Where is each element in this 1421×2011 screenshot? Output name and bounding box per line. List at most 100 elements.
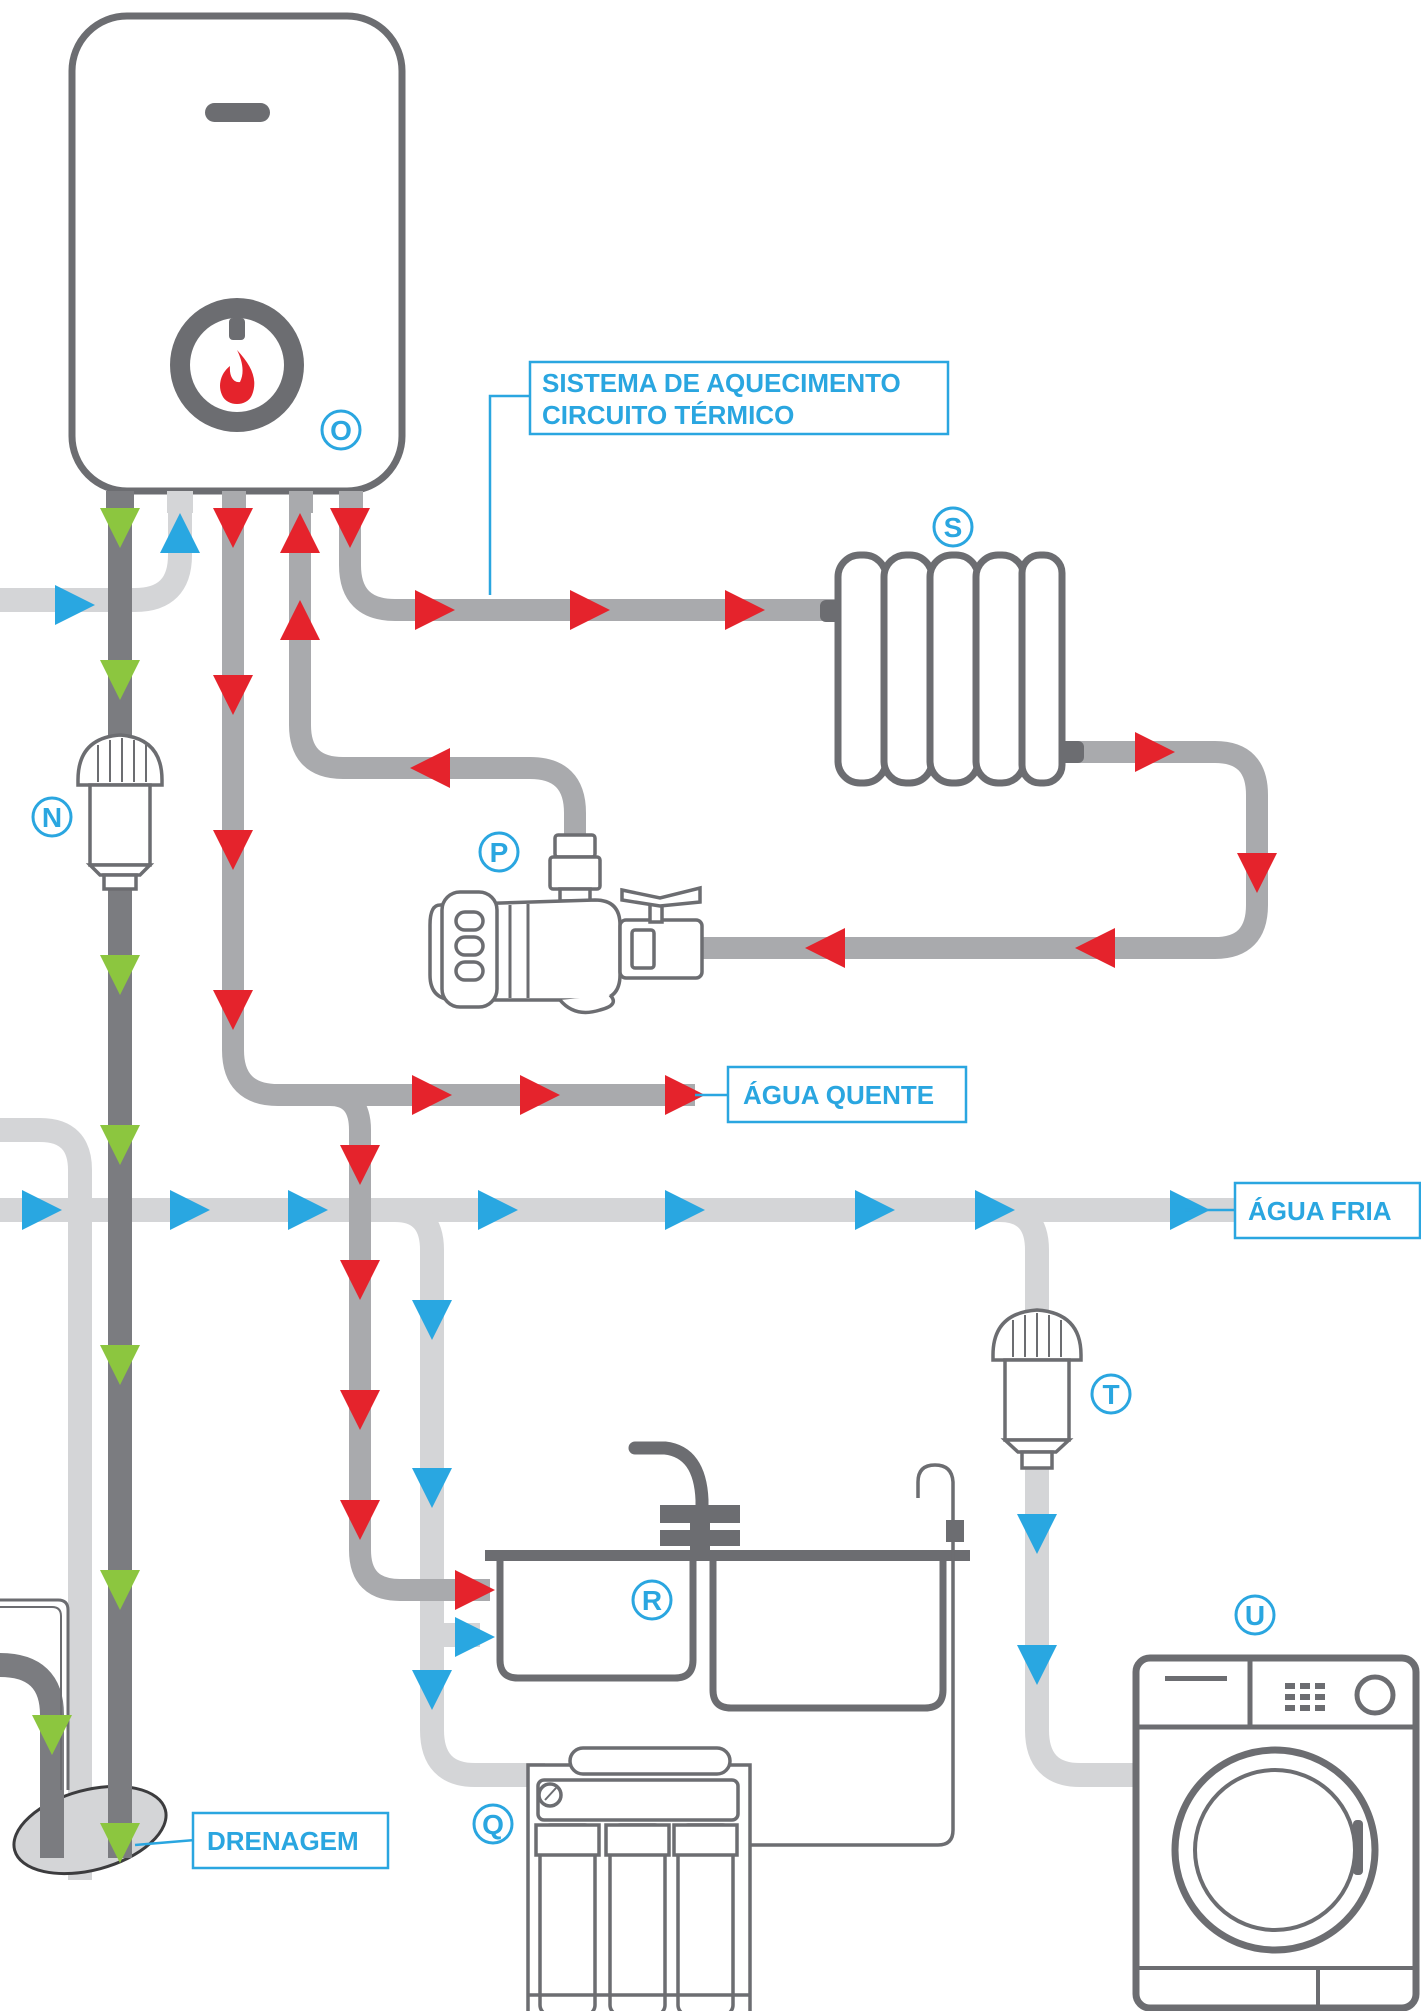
- drain-pipes: [0, 505, 132, 1858]
- hot-flow-arrow-30: [340, 1260, 380, 1300]
- boiler-stub-drain: [106, 491, 134, 513]
- washer-button-8: [1300, 1705, 1310, 1711]
- osmosis-canister-cap-3: [672, 1823, 739, 1857]
- drainage-label-leader: [134, 1838, 196, 1847]
- drain-flow-arrow-4: [100, 1125, 140, 1165]
- flame-icon: [219, 350, 255, 404]
- drain-flow-arrow-3: [100, 955, 140, 995]
- boiler-stub-hot: [222, 491, 246, 513]
- sink-filter-tap: [916, 1463, 955, 1530]
- washer-detergent-slot: [1165, 1676, 1227, 1681]
- cold-flow-arrow-36: [288, 1190, 328, 1230]
- hot-flow-arrow-22: [1237, 853, 1277, 893]
- hot-flow-arrow-26: [412, 1075, 452, 1115]
- marker-o-ring: [320, 409, 362, 451]
- leader-lines: [134, 394, 1235, 1847]
- osmosis-canister-cap-2: [604, 1823, 671, 1857]
- marker-s: S: [932, 506, 974, 548]
- hot-water-outlet-pipe: [222, 505, 695, 1106]
- hot-flow-arrow-31: [340, 1390, 380, 1430]
- heating-label-box: [528, 360, 950, 436]
- marker-r-text: R: [642, 1585, 662, 1616]
- sink-bowl-left: [496, 1561, 697, 1682]
- hot-flow-arrow-32: [340, 1500, 380, 1540]
- cold-flow-arrow-40: [975, 1190, 1015, 1230]
- pump-base: [558, 993, 616, 1015]
- hot-flow-arrow-20: [725, 590, 765, 630]
- drain-pipe-outline-inner: [0, 1606, 62, 1790]
- hot-flow-arrow-11: [213, 508, 253, 548]
- marker-s-text: S: [944, 512, 963, 543]
- drain-pipe-outline: [0, 1598, 70, 1790]
- filter-t-taper: [1000, 1438, 1074, 1454]
- hot-flow-arrow-16: [280, 600, 320, 640]
- marker-n-text: N: [42, 802, 62, 833]
- hot-flow-arrow-12: [213, 675, 253, 715]
- drain-pool: [12, 1784, 168, 1876]
- washer-cold-branch-pipe: [999, 1198, 1140, 1787]
- cold-flow-arrow-39: [855, 1190, 895, 1230]
- pump-cap-detail-1: [454, 910, 485, 932]
- drain-flow-arrow-1: [100, 508, 140, 548]
- hot-water-label-text: ÁGUA QUENTE: [743, 1080, 934, 1110]
- osmosis-membrane-housing: [568, 1746, 732, 1776]
- flow-arrows: [22, 508, 1277, 1863]
- hot-flow-arrow-15: [280, 513, 320, 553]
- washer-button-6: [1315, 1694, 1325, 1700]
- hot-flow-arrow-13: [213, 830, 253, 870]
- drain-flow-arrow-7: [100, 1823, 140, 1863]
- radiator-fin-3: [926, 551, 982, 787]
- filter-t-bowl: [1003, 1358, 1071, 1442]
- drain-flow-arrow-5: [100, 1345, 140, 1385]
- cold-flow-arrow-47: [1017, 1645, 1057, 1685]
- pump-nut-mid: [548, 855, 602, 891]
- boiler-stub-cold: [167, 491, 193, 513]
- boiler-stub-return: [289, 491, 313, 513]
- washer-door-ring: [1171, 1746, 1379, 1954]
- marker-t-ring: [1090, 1373, 1132, 1415]
- marker-p-ring: [478, 831, 520, 873]
- washer-filter: [991, 1308, 1083, 1470]
- drainage-label-text: DRENAGEM: [207, 1826, 359, 1856]
- drain-filter: [76, 733, 164, 891]
- radiator-fin-5: [1018, 551, 1066, 787]
- hot-flow-arrow-21: [1135, 732, 1175, 772]
- boiler: [68, 12, 406, 513]
- cold-flow-arrow-37: [478, 1190, 518, 1230]
- marker-q-text: Q: [482, 1809, 504, 1840]
- drain-flow-arrow-2: [100, 660, 140, 700]
- sink-bowl-right: [709, 1561, 947, 1712]
- heating-label-line2: CIRCUITO TÉRMICO: [542, 400, 794, 430]
- hot-flow-arrow-14: [213, 990, 253, 1030]
- pump-valve-handle: [620, 885, 702, 908]
- sink-cold-branch-pipe: [394, 1198, 545, 1787]
- pump-to-boiler-pipe: [289, 505, 586, 840]
- circulation-pump: [428, 833, 704, 1015]
- pump-cap-detail-3: [454, 960, 485, 982]
- radiator: [820, 551, 1084, 787]
- washer-button-4: [1285, 1694, 1295, 1700]
- hot-flow-arrow-28: [665, 1075, 705, 1115]
- hot-flow-arrow-25: [410, 748, 450, 788]
- hot-flow-arrow-23: [1075, 928, 1115, 968]
- hot-flow-arrow-29: [340, 1145, 380, 1185]
- cold-flow-arrow-35: [170, 1190, 210, 1230]
- marker-n-ring: [31, 796, 73, 838]
- washer-knob: [1354, 1674, 1396, 1716]
- marker-q: Q: [472, 1803, 514, 1845]
- cold-flow-arrow-10: [55, 585, 95, 625]
- radiator-return-pipe: [700, 741, 1268, 959]
- cold-water-label-box: [1233, 1181, 1421, 1240]
- marker-n: N: [31, 796, 73, 838]
- radiator-fin-4: [972, 551, 1028, 787]
- washer-door-handle: [1353, 1820, 1363, 1875]
- heating-label-leader: [488, 394, 530, 595]
- cold-flow-arrow-44: [412, 1670, 452, 1710]
- sink-faucet-base-plate: [660, 1530, 740, 1546]
- cold-flow-arrow-45: [455, 1617, 495, 1657]
- filter-n-outlet: [102, 873, 138, 891]
- side-drain-pipe: [0, 1653, 64, 1858]
- washer-button-1: [1285, 1683, 1295, 1689]
- hot-flow-arrow-17: [330, 508, 370, 548]
